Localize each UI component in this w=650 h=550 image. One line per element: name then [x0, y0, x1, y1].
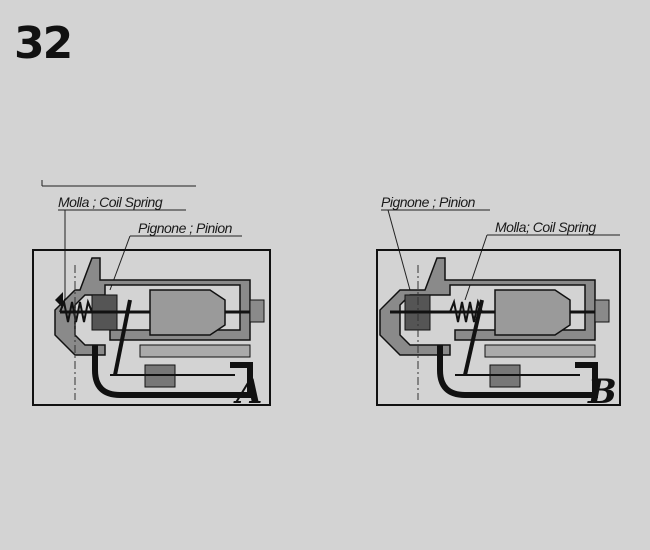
armature [494, 289, 571, 336]
solenoid-housing [437, 345, 598, 398]
panel-frame [376, 249, 621, 406]
spring-label: Molla ; Coil Spring [58, 194, 163, 210]
field-coil [484, 344, 596, 358]
panel-letter: B [587, 372, 617, 412]
panel-b: Pignone ; Pinion Molla; Coil Spring B [376, 194, 621, 412]
panel-frame [32, 249, 271, 406]
pinion-label: Pignone ; Pinion [381, 194, 476, 210]
panel-a: Molla ; Coil Spring Pignone ; Pinion A [32, 180, 271, 412]
coil-spring [449, 298, 483, 323]
shift-lever [113, 299, 132, 376]
armature [149, 289, 226, 336]
field-coil [139, 344, 251, 358]
page-number: 32 [14, 18, 71, 69]
spring-leader-line [464, 234, 488, 301]
pinion-label: Pignone ; Pinion [138, 220, 233, 236]
coil-spring [59, 298, 93, 323]
spring-label: Molla; Coil Spring [495, 219, 596, 235]
solenoid-housing [92, 345, 253, 398]
panel-letter: A [233, 372, 262, 412]
shift-lever [463, 299, 484, 376]
